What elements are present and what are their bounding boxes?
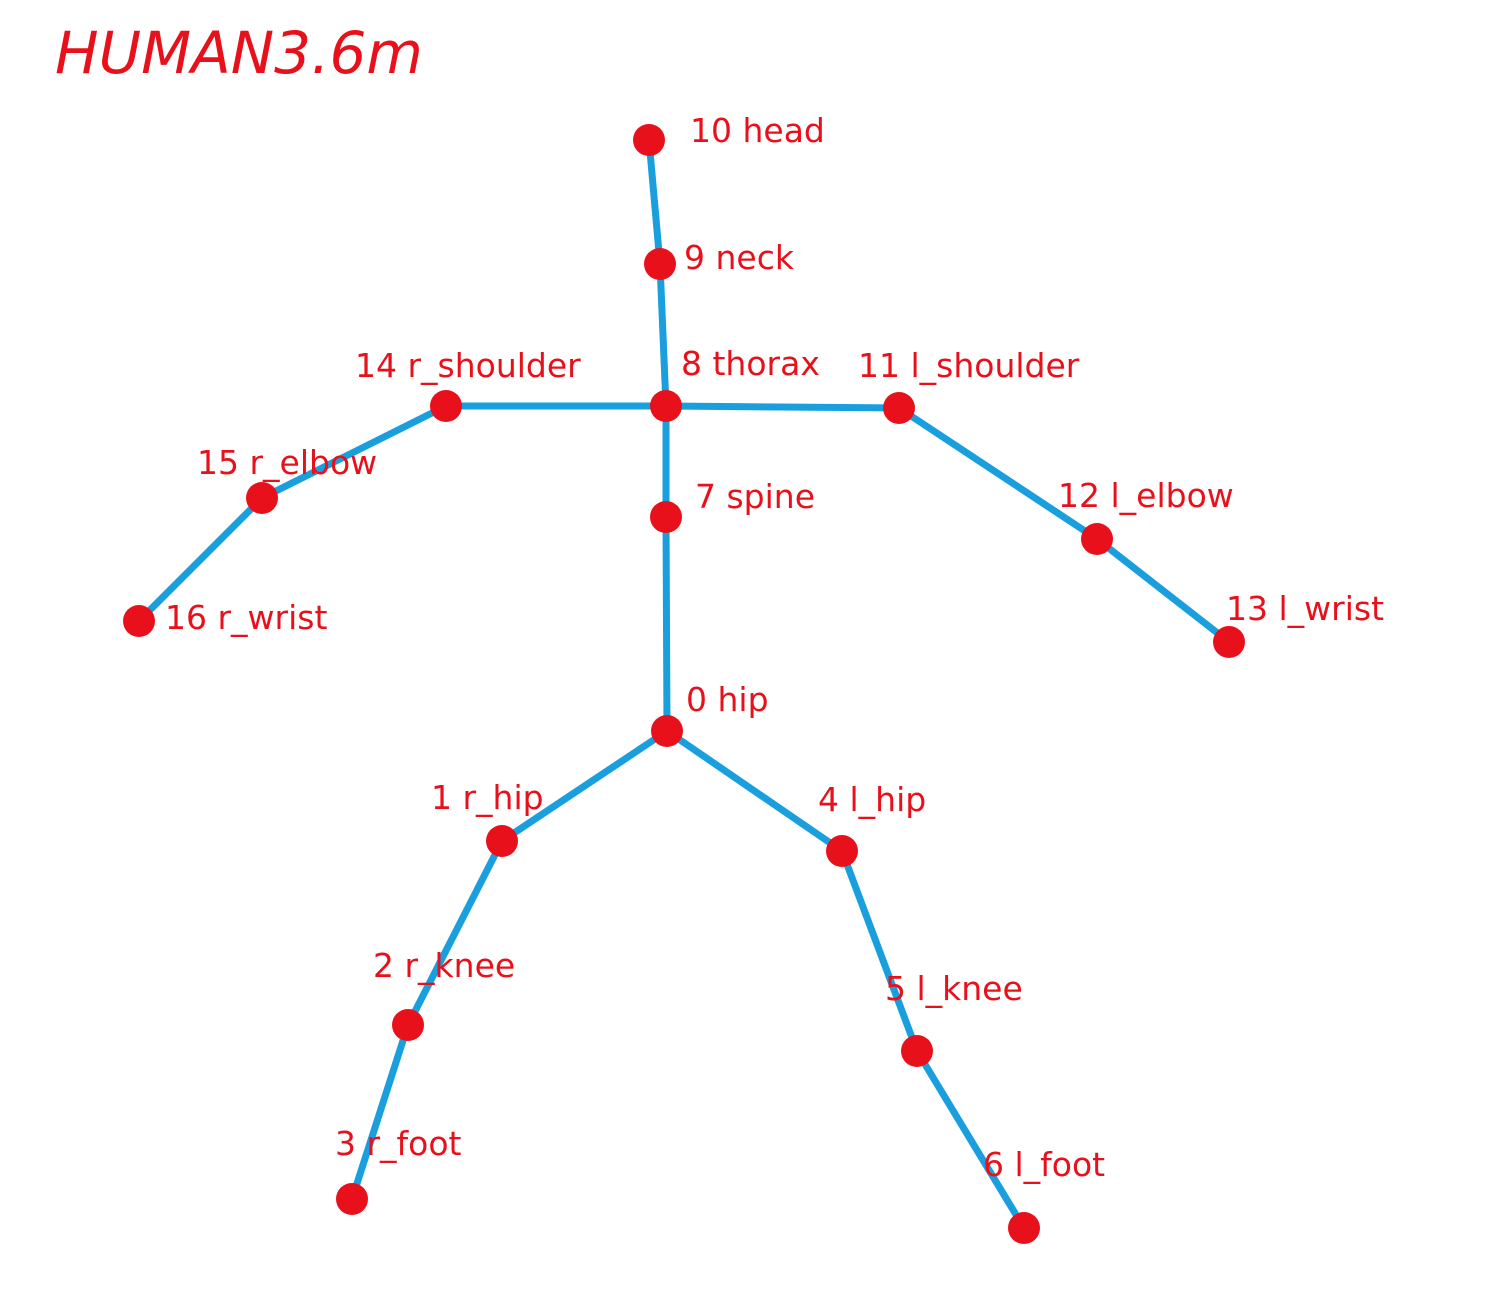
joint-head [633, 124, 665, 156]
joint-r-shoulder [430, 390, 462, 422]
bone-r-shoulder-to-r-elbow [258, 402, 450, 502]
diagram-title: HUMAN3.6m [55, 19, 423, 87]
bone-l-knee-to-l-foot [913, 1047, 1028, 1232]
bone-r-elbow-to-r-wrist [135, 494, 266, 625]
joint-label-l-shoulder: 11 l_shoulder [858, 346, 1080, 385]
joint-label-head: 10 head [690, 111, 825, 150]
joints-layer [123, 124, 1245, 1244]
bone-hip-to-r-hip [498, 727, 671, 845]
joint-label-l-hip: 4 l_hip [818, 780, 926, 819]
bone-spine-to-hip [662, 513, 671, 735]
joint-hip [651, 715, 683, 747]
joint-l-knee [901, 1035, 933, 1067]
joint-label-l-wrist: 13 l_wrist [1226, 589, 1384, 628]
bone-thorax-to-l-shoulder [662, 402, 903, 412]
joint-l-hip [826, 835, 858, 867]
bone-hip-to-l-hip [663, 727, 846, 855]
joint-spine [650, 501, 682, 533]
joint-r-foot [336, 1183, 368, 1215]
joint-label-l-knee: 5 l_knee [885, 969, 1023, 1008]
joint-label-r-elbow: 15 r_elbow [197, 443, 377, 482]
joint-r-elbow [246, 482, 278, 514]
joint-label-r-hip: 1 r_hip [431, 778, 544, 817]
joint-label-r-foot: 3 r_foot [335, 1124, 462, 1163]
joint-neck [644, 248, 676, 280]
joint-r-knee [392, 1009, 424, 1041]
bone-head-to-neck [645, 136, 664, 268]
joint-l-elbow [1081, 523, 1113, 555]
joint-label-hip: 0 hip [686, 680, 769, 719]
labels-layer: 0 hip 1 r_hip 2 r_knee 3 r_foot 4 l_hip 5 l_k… [165, 111, 1384, 1184]
joint-label-r-shoulder: 14 r_shoulder [355, 346, 581, 385]
joint-l-shoulder [883, 392, 915, 424]
bone-neck-to-thorax [656, 260, 670, 410]
joint-label-l-elbow: 12 l_elbow [1058, 476, 1234, 515]
joint-label-r-knee: 2 r_knee [373, 946, 515, 985]
joint-l-foot [1008, 1212, 1040, 1244]
joint-label-neck: 9 neck [684, 238, 795, 277]
joint-r-wrist [123, 605, 155, 637]
joint-label-thorax: 8 thorax [681, 344, 820, 383]
bone-r-hip-to-r-knee [404, 837, 506, 1029]
joint-label-r-wrist: 16 r_wrist [165, 598, 327, 637]
bone-l-shoulder-to-l-elbow [895, 404, 1101, 543]
bones-layer [135, 136, 1233, 1232]
joint-r-hip [486, 825, 518, 857]
bone-l-hip-to-l-knee [838, 847, 921, 1055]
joint-label-spine: 7 spine [695, 477, 815, 516]
joint-l-wrist [1213, 626, 1245, 658]
joint-thorax [650, 390, 682, 422]
joint-label-l-foot: 6 l_foot [983, 1145, 1105, 1184]
bone-r-knee-to-r-foot [348, 1021, 412, 1203]
bone-l-elbow-to-l-wrist [1093, 535, 1233, 646]
